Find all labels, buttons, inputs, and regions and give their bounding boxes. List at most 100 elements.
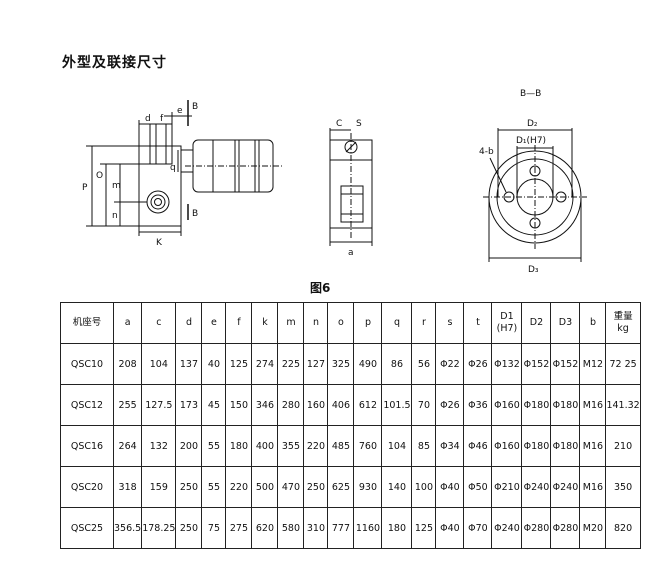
label-q: q xyxy=(170,163,176,173)
value-cell: 137 xyxy=(175,343,203,385)
value-cell: 400 xyxy=(251,425,279,467)
value-cell: 820 xyxy=(605,507,641,549)
column-header: s xyxy=(435,302,465,344)
column-header: a xyxy=(112,302,143,344)
value-cell: 318 xyxy=(112,466,143,508)
value-cell: 325 xyxy=(327,343,355,385)
value-cell: Φ240 xyxy=(550,466,581,508)
value-cell: 125 xyxy=(225,343,253,385)
value-cell: Φ70 xyxy=(463,507,493,549)
label-m: m xyxy=(112,181,121,191)
value-cell: 355 xyxy=(277,425,305,467)
value-cell: 356.5 xyxy=(112,507,143,549)
value-cell: 220 xyxy=(225,466,253,508)
label-holes: 4-b xyxy=(479,147,494,157)
value-cell: 500 xyxy=(251,466,279,508)
value-cell: 72 25 xyxy=(605,343,641,385)
value-cell: M16 xyxy=(579,466,607,508)
value-cell: 125 xyxy=(411,507,437,549)
value-cell: 173 xyxy=(175,384,203,426)
model-cell: QSC16 xyxy=(60,425,114,467)
column-header: f xyxy=(225,302,253,344)
value-cell: 178.25 xyxy=(141,507,177,549)
value-cell: 485 xyxy=(327,425,355,467)
side-view-hole-outer xyxy=(146,190,170,214)
label-D2: D₂ xyxy=(527,119,538,129)
value-cell: 55 xyxy=(201,466,227,508)
column-header: n xyxy=(303,302,329,344)
value-cell: Φ34 xyxy=(435,425,465,467)
value-cell: 101.5 xyxy=(381,384,413,426)
column-header: D2 xyxy=(521,302,552,344)
value-cell: Φ280 xyxy=(521,507,552,549)
value-cell: 250 xyxy=(175,466,203,508)
column-header: 机座号 xyxy=(60,302,114,344)
value-cell: 180 xyxy=(381,507,413,549)
value-cell: 225 xyxy=(277,343,305,385)
value-cell: 127.5 xyxy=(141,384,177,426)
column-header: b xyxy=(579,302,607,344)
value-cell: 1160 xyxy=(353,507,383,549)
value-cell: Φ180 xyxy=(550,425,581,467)
label-C: C xyxy=(336,119,342,129)
value-cell: M16 xyxy=(579,425,607,467)
column-header: c xyxy=(141,302,177,344)
label-d: d xyxy=(145,114,151,124)
label-n: n xyxy=(112,211,118,221)
value-cell: Φ132 xyxy=(491,343,523,385)
value-cell: 75 xyxy=(201,507,227,549)
side-view-neck xyxy=(180,149,194,173)
label-B-bottom: B xyxy=(192,209,198,219)
value-cell: Φ36 xyxy=(463,384,493,426)
value-cell: 310 xyxy=(303,507,329,549)
value-cell: M12 xyxy=(579,343,607,385)
value-cell: 255 xyxy=(112,384,143,426)
value-cell: 620 xyxy=(251,507,279,549)
value-cell: 45 xyxy=(201,384,227,426)
label-S: S xyxy=(356,119,362,129)
value-cell: 140 xyxy=(381,466,413,508)
column-header: k xyxy=(251,302,279,344)
value-cell: 346 xyxy=(251,384,279,426)
middle-view-slot xyxy=(340,185,364,223)
value-cell: Φ26 xyxy=(463,343,493,385)
column-header: o xyxy=(327,302,355,344)
column-header: e xyxy=(201,302,227,344)
value-cell: Φ152 xyxy=(521,343,552,385)
value-cell: 406 xyxy=(327,384,355,426)
model-cell: QSC25 xyxy=(60,507,114,549)
value-cell: 777 xyxy=(327,507,355,549)
value-cell: 141.32 xyxy=(605,384,641,426)
column-header: d xyxy=(175,302,203,344)
value-cell: 208 xyxy=(112,343,143,385)
value-cell: 55 xyxy=(201,425,227,467)
value-cell: 625 xyxy=(327,466,355,508)
label-section-title: B—B xyxy=(520,89,541,99)
value-cell: Φ26 xyxy=(435,384,465,426)
value-cell: Φ46 xyxy=(463,425,493,467)
value-cell: 274 xyxy=(251,343,279,385)
label-O: O xyxy=(96,171,103,181)
figure-caption: 图6 xyxy=(310,281,331,295)
model-cell: QSC20 xyxy=(60,466,114,508)
value-cell: M20 xyxy=(579,507,607,549)
label-D3: D₃ xyxy=(528,265,539,275)
value-cell: Φ180 xyxy=(521,425,552,467)
value-cell: Φ40 xyxy=(435,507,465,549)
value-cell: Φ22 xyxy=(435,343,465,385)
value-cell: 760 xyxy=(353,425,383,467)
value-cell: 250 xyxy=(303,466,329,508)
value-cell: Φ50 xyxy=(463,466,493,508)
value-cell: Φ240 xyxy=(521,466,552,508)
label-a: a xyxy=(348,248,354,258)
technical-drawing: B B d f e P O m n q K C S a B—B D₂ D₁(H7… xyxy=(82,89,587,275)
value-cell: Φ240 xyxy=(491,507,523,549)
value-cell: Φ40 xyxy=(435,466,465,508)
column-header: t xyxy=(463,302,493,344)
value-cell: M16 xyxy=(579,384,607,426)
